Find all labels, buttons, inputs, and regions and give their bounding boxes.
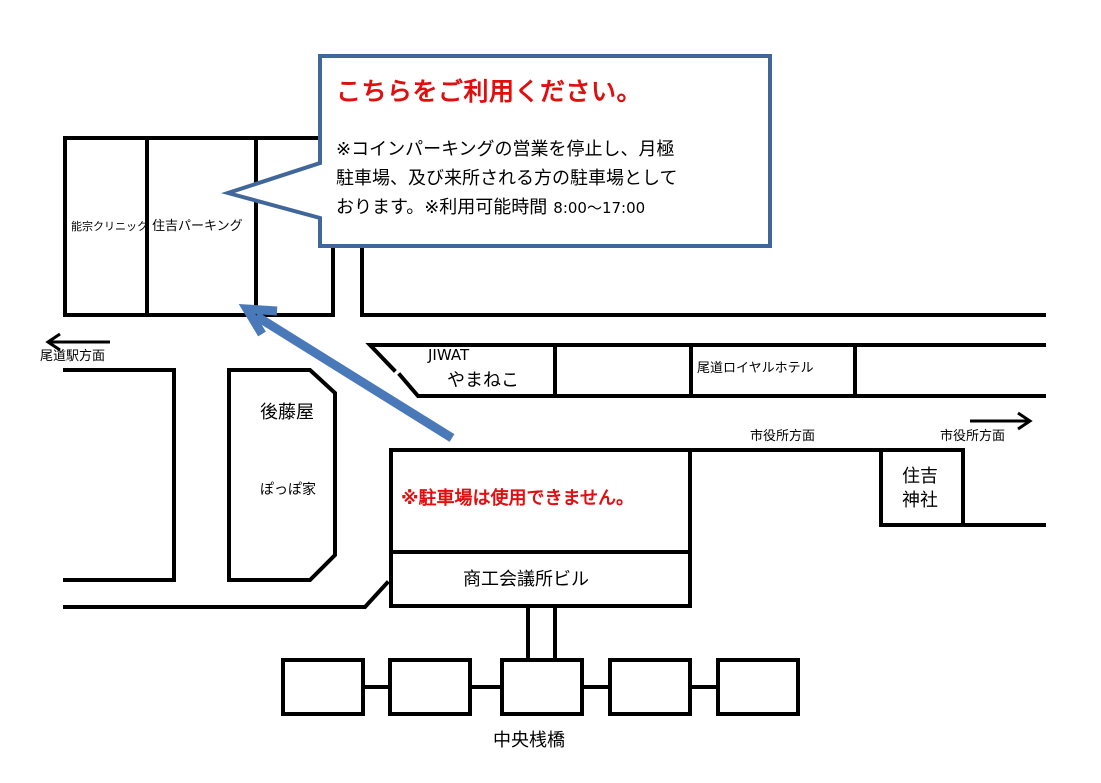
callout-line-2: 駐車場、及び来所される方の駐車場として xyxy=(336,168,678,189)
label-poppoya: ぽっぽ家 xyxy=(260,482,316,498)
pier-box-2 xyxy=(388,658,472,716)
callout-balloon xyxy=(221,54,772,248)
chamber-building xyxy=(389,550,692,608)
direction-station: 尾道駅方面 xyxy=(40,349,106,364)
label-yamaneko: やまねこ xyxy=(447,370,519,391)
shrine-block xyxy=(879,448,1046,527)
arrow-left-icon xyxy=(45,332,110,352)
callout-title: こちらをご利用ください。 xyxy=(336,77,643,106)
street-north-edge xyxy=(360,246,1046,317)
route-arrow-icon xyxy=(238,303,455,442)
west-block xyxy=(63,368,176,582)
label-shrine-line1: 住吉 xyxy=(902,466,938,487)
callout-line-3-text: おります。※利用可能時間 xyxy=(336,197,548,218)
label-clinic: 能宗クリニック xyxy=(71,220,148,233)
label-parking: 住吉パーキング xyxy=(152,219,243,234)
callout-line-3: おります。※利用可能時間 8:00〜17:00 xyxy=(336,193,756,223)
gotoya-block xyxy=(227,368,337,582)
no-parking-notice: ※駐車場は使用できません。 xyxy=(401,488,634,509)
shrine-block-west xyxy=(879,448,965,527)
callout-body: ※コインパーキングの営業を停止し、月極 駐車場、及び来所される方の駐車場として … xyxy=(336,135,756,223)
hotel-row-block xyxy=(365,343,1046,373)
street-south-edge xyxy=(63,580,390,609)
label-gotoya: 後藤屋 xyxy=(260,402,314,423)
direction-city-hall-2: 市役所方面 xyxy=(940,429,1006,444)
arrow-right-icon xyxy=(970,411,1033,431)
label-royal-hotel: 尾道ロイヤルホテル xyxy=(697,361,814,376)
pier-box-1 xyxy=(281,658,365,716)
callout-hours: 8:00〜17:00 xyxy=(553,199,646,217)
label-pier: 中央桟橋 xyxy=(493,730,565,751)
pier-box-5 xyxy=(716,658,800,716)
callout-line-1: ※コインパーキングの営業を停止し、月極 xyxy=(336,139,675,160)
label-shrine-line2: 神社 xyxy=(902,490,938,511)
direction-city-hall-1: 市役所方面 xyxy=(750,429,816,444)
label-chamber-building: 商工会議所ビル xyxy=(463,569,589,590)
pier-box-3 xyxy=(500,658,584,716)
pier-box-4 xyxy=(608,658,692,716)
jiwat-chamfer xyxy=(397,372,1046,398)
label-jiwat: JIWAT xyxy=(428,346,470,364)
